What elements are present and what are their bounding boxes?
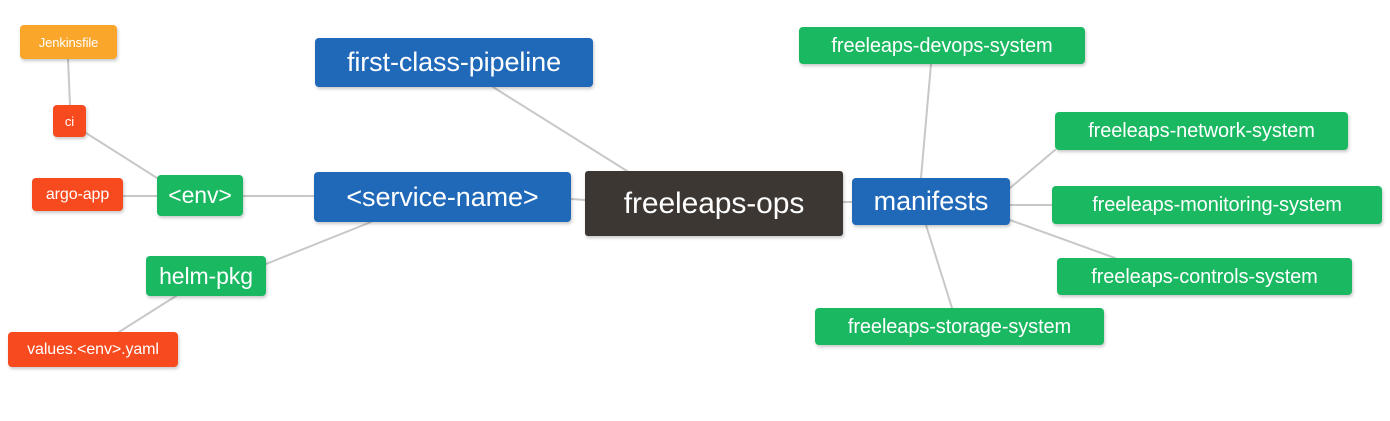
node-first-class-pipeline[interactable]: first-class-pipeline	[315, 38, 593, 87]
edge-ci-to-env	[85, 132, 158, 179]
edge-first-class-pipeline-to-freeleaps-ops	[492, 86, 628, 172]
node-argo-app[interactable]: argo-app	[32, 178, 123, 211]
node-jenkinsfile[interactable]: Jenkinsfile	[20, 25, 117, 59]
node-freeleaps-ops[interactable]: freeleaps-ops	[585, 171, 843, 236]
edge-freeleaps-devops-system-to-manifests	[920, 63, 932, 179]
node-manifests[interactable]: manifests	[852, 178, 1010, 225]
edge-service-name-to-freeleaps-ops	[570, 198, 586, 201]
node-freeleaps-controls-system[interactable]: freeleaps-controls-system	[1057, 258, 1352, 295]
node-freeleaps-devops-system[interactable]: freeleaps-devops-system	[799, 27, 1085, 64]
node-freeleaps-monitoring-system[interactable]: freeleaps-monitoring-system	[1052, 186, 1382, 224]
edge-helm-pkg-to-service-name	[265, 221, 372, 265]
node-ci[interactable]: ci	[53, 105, 86, 137]
node-env[interactable]: <env>	[157, 175, 243, 216]
edge-values-yaml-to-helm-pkg	[118, 295, 177, 333]
node-helm-pkg[interactable]: helm-pkg	[146, 256, 266, 296]
edge-freeleaps-controls-system-to-manifests	[1009, 219, 1116, 259]
node-values-yaml[interactable]: values.<env>.yaml	[8, 332, 178, 367]
edge-freeleaps-network-system-to-manifests	[1009, 149, 1056, 189]
edge-jenkinsfile-to-ci	[67, 58, 71, 106]
edge-freeleaps-storage-system-to-manifests	[925, 224, 953, 309]
node-service-name[interactable]: <service-name>	[314, 172, 571, 222]
node-freeleaps-network-system[interactable]: freeleaps-network-system	[1055, 112, 1348, 150]
node-freeleaps-storage-system[interactable]: freeleaps-storage-system	[815, 308, 1104, 345]
